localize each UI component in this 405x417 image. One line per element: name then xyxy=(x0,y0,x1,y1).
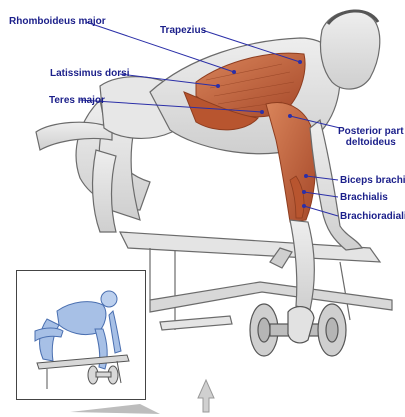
label-teres-major: Teres major xyxy=(49,95,105,106)
inset-thumbnail xyxy=(16,270,146,400)
label-biceps-brachii: Biceps brachii xyxy=(340,175,405,186)
label-posterior-deltoid-line1: Posterior part xyxy=(338,126,404,137)
label-brachioradialis: Brachioradialis xyxy=(340,211,405,222)
label-brachialis: Brachialis xyxy=(340,192,388,203)
label-posterior-deltoid-line2: deltoideus xyxy=(338,137,404,148)
label-trapezius: Trapezius xyxy=(160,25,206,36)
label-rhomboideus-major: Rhomboideus major xyxy=(9,16,106,27)
inset-illustration xyxy=(17,271,145,399)
head xyxy=(320,11,379,89)
label-latissimus-dorsi: Latissimus dorsi xyxy=(50,68,129,79)
label-posterior-deltoid: Posterior part deltoideus xyxy=(338,126,404,148)
floor-shadow xyxy=(70,404,160,414)
dumbbell xyxy=(250,304,346,356)
up-arrow-icon xyxy=(198,380,214,412)
